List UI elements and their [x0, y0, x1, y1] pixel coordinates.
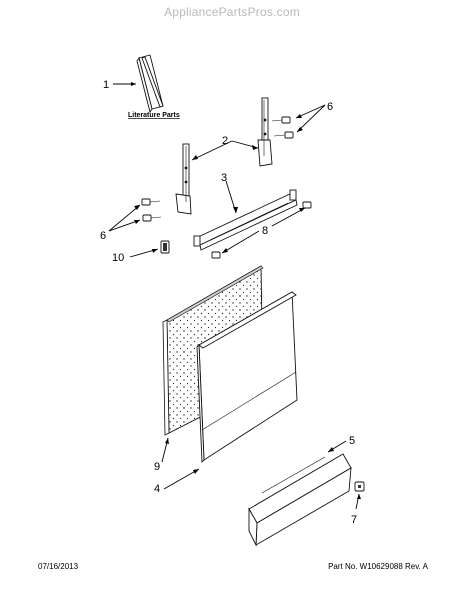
callout-7: 7	[351, 514, 357, 526]
leader-8-right	[271, 207, 306, 227]
outer-door-panel[interactable]	[196, 291, 298, 464]
leader-4	[163, 468, 200, 490]
kick-plate[interactable]	[248, 453, 352, 547]
callout-9: 9	[154, 461, 160, 473]
literature-booklet[interactable]	[136, 54, 164, 114]
door-hinge-right[interactable]	[257, 97, 273, 167]
callout-2: 2	[222, 135, 228, 147]
hinge-screw-right-lower[interactable]	[273, 131, 294, 139]
callout-4: 4	[154, 483, 160, 495]
door-hinge-left[interactable]	[175, 143, 192, 215]
callout-8: 8	[262, 225, 268, 237]
rail-screw-right[interactable]	[302, 201, 312, 209]
watermark: AppliancePartsPros.com	[164, 5, 300, 19]
callout-6-left: 6	[100, 230, 106, 242]
hinge-screw-left-lower[interactable]	[142, 214, 162, 222]
kick-plate-screw[interactable]	[354, 481, 365, 492]
leader-6-right-b	[296, 104, 326, 133]
leader-6-left-b	[108, 219, 141, 232]
callout-1: 1	[103, 79, 109, 91]
door-rail[interactable]	[193, 189, 298, 251]
callout-3: 3	[221, 172, 227, 184]
leader-2-left	[191, 140, 233, 161]
hinge-screw-left-upper[interactable]	[141, 198, 161, 206]
callout-5: 5	[349, 435, 355, 447]
footer-date: 07/16/2013	[38, 562, 79, 571]
clip-part[interactable]	[160, 240, 170, 254]
literature-parts-label: Literature Parts	[128, 112, 180, 119]
rail-screw-left[interactable]	[211, 251, 221, 259]
callout-6-right: 6	[327, 101, 333, 113]
leader-6-left-a	[108, 204, 141, 232]
hinge-screw-right-upper[interactable]	[271, 116, 291, 124]
callout-10: 10	[112, 252, 124, 264]
leader-8-left	[221, 230, 260, 254]
footer-part-number: Part No. W10629088 Rev. A	[328, 562, 428, 571]
